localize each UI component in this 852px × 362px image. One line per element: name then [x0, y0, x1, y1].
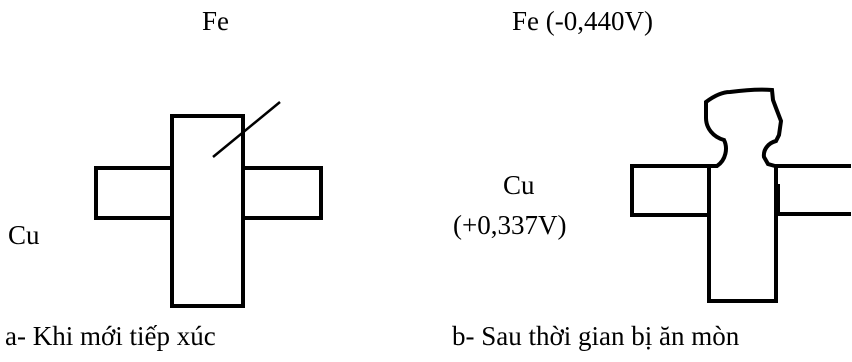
cu-voltage-label-b: (+0,337V)	[453, 210, 567, 240]
pointer-line-a	[212, 101, 281, 158]
panel-b-drawing	[630, 87, 851, 303]
fe-rivet-a	[170, 114, 245, 308]
cu-plate-left-a	[94, 166, 174, 220]
cu-plate-left-b	[630, 164, 709, 217]
fe-rivet-stem-b	[707, 166, 778, 303]
cu-label-b: Cu	[503, 170, 535, 200]
cu-label-a: Cu	[8, 220, 40, 250]
fe-label-b: Fe (-0,440V)	[512, 6, 653, 36]
caption-b: b- Sau thời gian bị ăn mòn	[452, 321, 740, 351]
corroded-fe-head-b	[704, 87, 784, 168]
fe-label-a: Fe	[202, 6, 229, 36]
cu-plate-right-b	[774, 164, 851, 216]
cu-plate-right-a	[241, 166, 323, 220]
panel-a-drawing	[94, 101, 323, 308]
caption-a: a- Khi mới tiếp xúc	[5, 321, 216, 351]
